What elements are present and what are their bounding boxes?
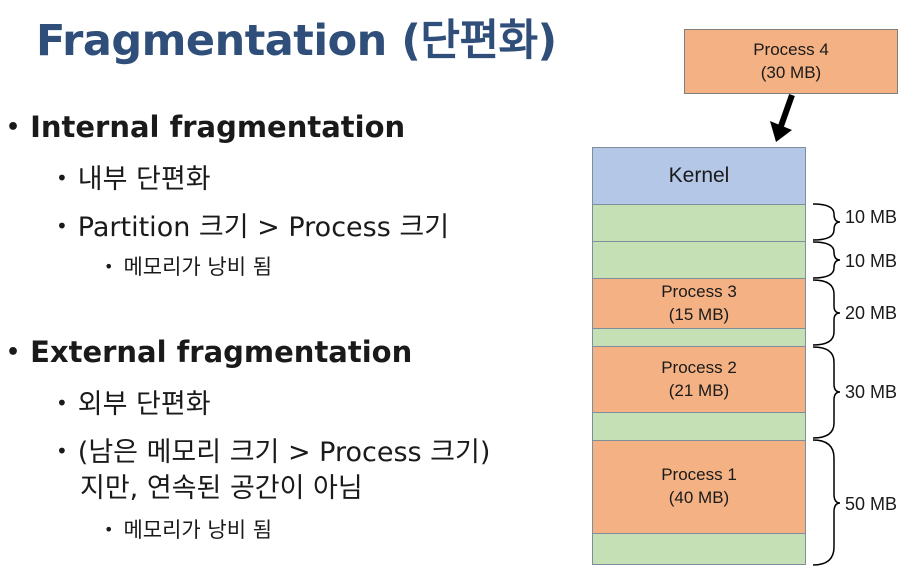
internal-heading-text: Internal fragmentation <box>30 110 406 144</box>
memory-diagram: Kernel Process 3 (15 MB) Process 2 (21 M… <box>592 147 806 565</box>
brace-icon <box>812 439 841 566</box>
external-item-text: (남은 메모리 크기 > Process 크기) <box>77 437 491 468</box>
internal-item-text: Partition 크기 > Process 크기 <box>77 212 450 243</box>
partition-size-label: 20 MB <box>845 303 898 323</box>
process-3-name: Process 3 <box>661 281 737 301</box>
partition-size-label: 10 MB <box>845 207 898 227</box>
process-2-block: Process 2 (21 MB) <box>592 346 806 413</box>
free-block <box>592 204 806 242</box>
page-title: Fragmentation (단편화) <box>36 16 557 66</box>
external-item-continued: 지만, 연속된 공간이 아님 <box>80 473 363 504</box>
process-2-name: Process 2 <box>661 357 737 377</box>
bullet-icon: • <box>6 340 21 365</box>
free-block <box>592 533 806 565</box>
partition-size-label: 10 MB <box>845 251 898 271</box>
bullet-icon: • <box>56 214 68 238</box>
bullet-icon: • <box>104 257 114 276</box>
arrow-icon <box>770 93 795 142</box>
bullet-icon: • <box>56 439 68 463</box>
process-3-size: (15 MB) <box>668 304 730 324</box>
partition-size-label: 50 MB <box>845 494 898 514</box>
brace-icon <box>812 203 841 241</box>
incoming-process-size: (30 MB) <box>760 62 822 82</box>
internal-item: • Partition 크기 > Process 크기 <box>56 205 449 244</box>
internal-item-text: 내부 단편화 <box>77 164 211 195</box>
bullet-icon: • <box>56 391 68 415</box>
process-1-size: (40 MB) <box>668 488 730 507</box>
process-1-block: Process 1 (40 MB) <box>592 440 806 534</box>
internal-heading: • Internal fragmentation <box>6 110 405 144</box>
external-heading-text: External fragmentation <box>30 335 413 369</box>
incoming-process-box: Process 4 (30 MB) <box>684 29 898 94</box>
free-block <box>592 412 806 441</box>
internal-item: • 내부 단편화 <box>56 157 211 196</box>
internal-subitem-text: 메모리가 낭비 됨 <box>123 255 273 279</box>
external-item: • 외부 단편화 <box>56 382 211 421</box>
brace-icon <box>812 279 841 346</box>
external-item: • (남은 메모리 크기 > Process 크기) <box>56 430 490 469</box>
external-heading: • External fragmentation <box>6 335 412 369</box>
kernel-label: Kernel <box>668 163 730 187</box>
external-subitem: • 메모리가 낭비 됨 <box>104 514 272 544</box>
brace-icon <box>812 241 841 279</box>
external-item-text: 외부 단편화 <box>77 389 211 420</box>
partition-size-label: 30 MB <box>845 382 898 402</box>
partition-braces <box>812 203 841 566</box>
bullet-icon: • <box>56 166 68 190</box>
bullet-icon: • <box>104 520 114 539</box>
external-subitem-text: 메모리가 낭비 됨 <box>123 518 273 542</box>
internal-subitem: • 메모리가 낭비 됨 <box>104 251 272 281</box>
process-1-name: Process 1 <box>661 465 737 485</box>
brace-icon <box>812 346 841 439</box>
process-3-block: Process 3 (15 MB) <box>592 278 806 329</box>
free-block <box>592 241 806 279</box>
bullet-icon: • <box>6 115 21 140</box>
process-2-size: (21 MB) <box>668 380 730 400</box>
incoming-process-name: Process 4 <box>753 39 829 59</box>
